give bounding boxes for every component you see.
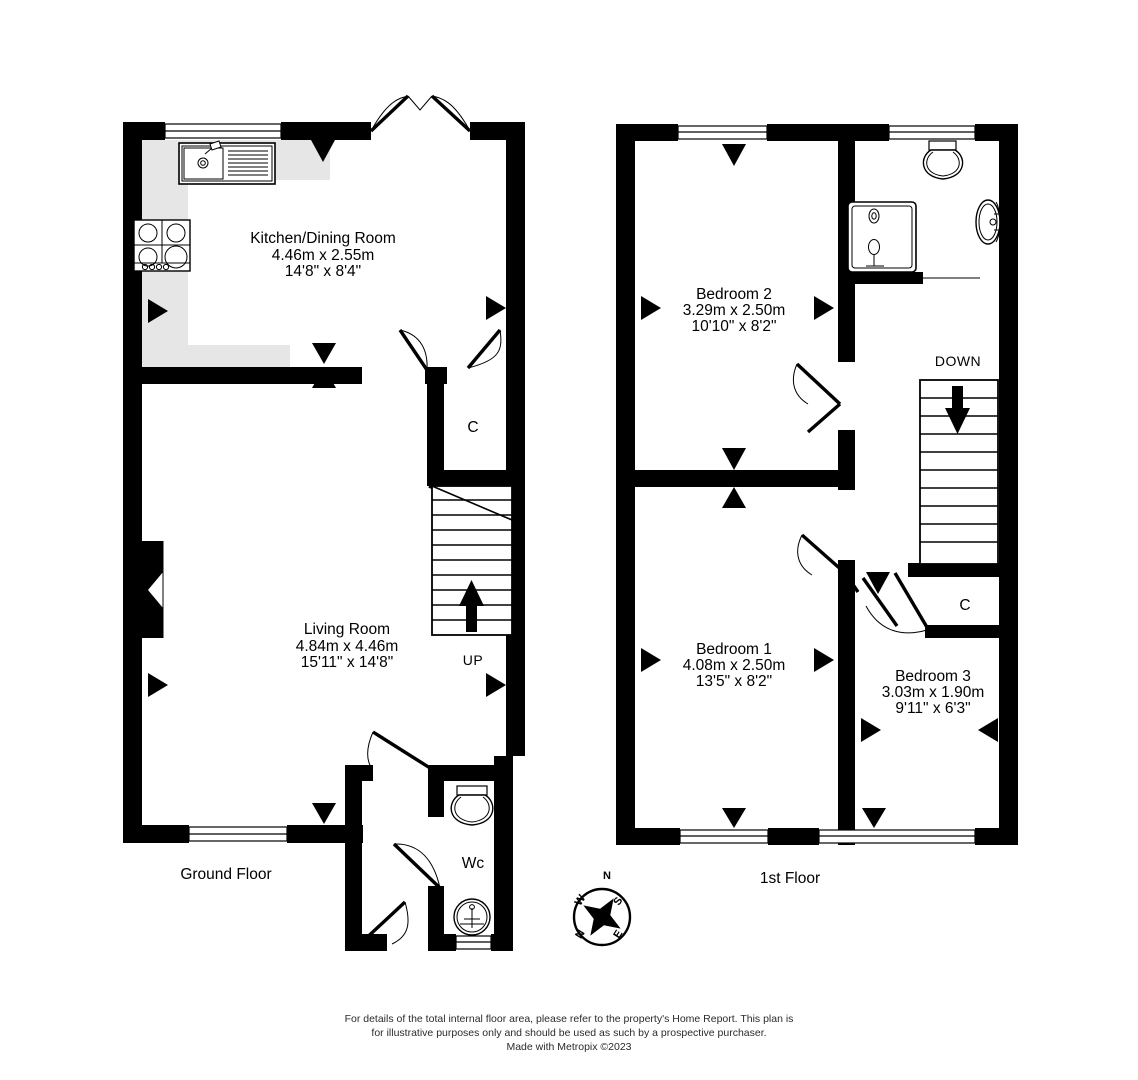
- footer-line-2: for illustrative purposes only and shoul…: [371, 1027, 767, 1040]
- radiator-arrow: [486, 296, 506, 320]
- radiator-arrow: [814, 648, 834, 672]
- chimney-breast: [140, 541, 164, 638]
- room-dim-metric-bedroom-3: 3.03m x 1.90m: [882, 684, 985, 701]
- room-dim-metric-kitchen-dining: 4.46m x 2.55m: [272, 247, 375, 264]
- compass-north-label: N: [603, 870, 611, 882]
- first-floor-windows: [677, 125, 976, 844]
- radiator-arrow: [148, 299, 168, 323]
- radiator-arrow: [722, 144, 746, 166]
- room-label-wc: Wc: [462, 855, 485, 872]
- stair-direction-up: UP: [463, 652, 483, 668]
- room-dim-imperial-bedroom-1: 13'5" x 8'2": [696, 673, 772, 690]
- ground-floor-windows: [164, 123, 492, 950]
- stair-down-arrow: [945, 386, 970, 434]
- radiator-arrow: [312, 367, 336, 388]
- closet-label-first: C: [959, 597, 970, 614]
- radiator-arrow: [861, 718, 881, 742]
- radiator-arrow: [311, 140, 335, 162]
- first-floor-radiators: [641, 144, 998, 828]
- closet-label-ground: C: [467, 419, 478, 436]
- wc-fixtures: [450, 785, 494, 936]
- footer-line-1: For details of the total internal floor …: [344, 1013, 794, 1025]
- room-label-bedroom-2: Bedroom 2: [696, 286, 772, 303]
- radiator-arrow: [722, 487, 746, 508]
- room-label-bedroom-3: Bedroom 3: [895, 668, 971, 685]
- bathroom-fixtures: [847, 140, 1001, 273]
- room-dim-imperial-living-room: 15'11" x 14'8": [301, 654, 393, 671]
- radiator-arrow: [312, 343, 336, 364]
- room-dim-imperial-bedroom-3: 9'11" x 6'3": [895, 700, 970, 717]
- radiator-arrow: [722, 808, 746, 828]
- stair-direction-down: DOWN: [935, 353, 981, 369]
- compass-needle: [583, 898, 621, 936]
- room-dim-metric-living-room: 4.84m x 4.46m: [296, 638, 399, 655]
- ground-floor-group: Kitchen/Dining Room 4.46m x 2.55m 14'8" …: [123, 94, 525, 951]
- room-dim-imperial-bedroom-2: 10'10" x 8'2": [691, 318, 776, 335]
- kitchen-sink: [178, 140, 276, 185]
- radiator-arrow: [978, 718, 998, 742]
- staircase-up: [431, 485, 513, 636]
- radiator-arrow: [814, 296, 834, 320]
- radiator-arrow: [312, 803, 336, 824]
- compass-rose: N W S N E: [573, 870, 632, 947]
- first-floor-doors: [792, 362, 930, 634]
- room-label-bedroom-1: Bedroom 1: [696, 641, 772, 658]
- footer-line-3: Made with Metropix ©2023: [506, 1041, 632, 1054]
- room-dim-imperial-kitchen-dining: 14'8" x 8'4": [285, 263, 361, 280]
- radiator-arrow: [866, 572, 890, 594]
- radiator-arrow: [722, 448, 746, 470]
- first-floor-walls: [616, 124, 1018, 845]
- radiator-arrow: [641, 648, 661, 672]
- room-dim-metric-bedroom-1: 4.08m x 2.50m: [683, 657, 786, 674]
- staircase-down: [919, 379, 999, 565]
- floor-label-first: 1st Floor: [760, 870, 820, 887]
- radiator-arrow: [641, 296, 661, 320]
- stair-up-arrow: [459, 580, 484, 632]
- french-doors-kitchen: [369, 94, 472, 133]
- kitchen-hob: [133, 219, 191, 272]
- ground-floor-radiators: [148, 140, 506, 824]
- first-floor-group: Bedroom 2 3.29m x 2.50m 10'10" x 8'2" Be…: [616, 124, 1018, 887]
- radiator-arrow: [862, 808, 886, 828]
- floor-label-ground: Ground Floor: [180, 866, 271, 883]
- radiator-arrow: [486, 673, 506, 697]
- ground-floor-walls: [123, 122, 525, 951]
- footer-disclaimer: For details of the total internal floor …: [0, 1012, 1138, 1055]
- room-label-kitchen-dining: Kitchen/Dining Room: [250, 230, 396, 247]
- room-label-living-room: Living Room: [304, 621, 390, 638]
- room-dim-metric-bedroom-2: 3.29m x 2.50m: [683, 302, 786, 319]
- radiator-arrow: [148, 673, 168, 697]
